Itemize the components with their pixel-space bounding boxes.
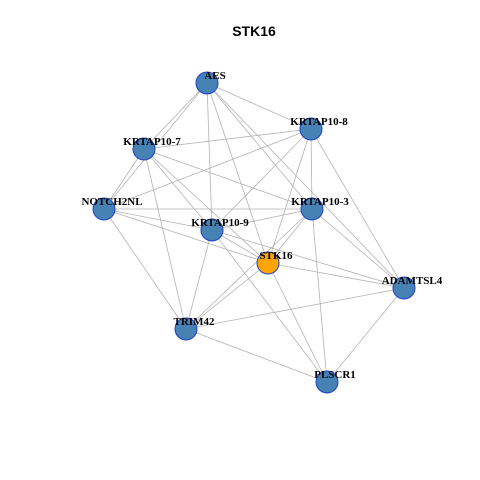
edge-layer — [103, 82, 405, 383]
node-notch2nl[interactable]: NOTCH2NL — [81, 196, 143, 221]
node-krtap10-8[interactable]: KRTAP10-8 — [290, 116, 348, 141]
edge-trim42-plscr1 — [185, 328, 328, 383]
edge-stk16-plscr1 — [267, 262, 328, 383]
node-label-aes: AES — [204, 70, 225, 82]
node-circle-adamtsl4[interactable] — [392, 276, 416, 300]
edge-stk16-adamtsl4 — [267, 262, 405, 289]
edge-aes-krtap10-3 — [206, 82, 313, 210]
node-circle-krtap10-9[interactable] — [200, 218, 224, 242]
node-adamtsl4[interactable]: ADAMTSL4 — [382, 275, 443, 300]
edge-krtap10-9-trim42 — [185, 229, 213, 330]
edge-krtap10-3-plscr1 — [311, 208, 328, 383]
node-circle-aes[interactable] — [195, 71, 219, 95]
edge-krtap10-8-stk16 — [267, 128, 312, 264]
node-label-trim42: TRIM42 — [174, 316, 215, 328]
graph-title: STK16 — [232, 23, 276, 39]
node-circle-stk16[interactable] — [256, 251, 280, 275]
edge-aes-adamtsl4 — [206, 82, 405, 289]
edge-krtap10-8-notch2nl — [103, 128, 312, 210]
edge-krtap10-7-krtap10-3 — [143, 148, 313, 210]
edge-notch2nl-krtap10-9 — [103, 208, 213, 231]
node-stk16[interactable]: STK16 — [256, 250, 293, 275]
edge-aes-krtap10-9 — [206, 82, 213, 231]
node-circle-trim42[interactable] — [174, 317, 198, 341]
edge-krtap10-8-krtap10-3 — [310, 128, 313, 210]
node-trim42[interactable]: TRIM42 — [174, 316, 215, 341]
node-circle-krtap10-3[interactable] — [300, 197, 324, 221]
node-circle-notch2nl[interactable] — [92, 197, 116, 221]
node-label-krtap10-7: KRTAP10-7 — [123, 136, 181, 148]
edge-krtap10-7-notch2nl — [103, 148, 145, 210]
edge-notch2nl-trim42 — [103, 208, 187, 330]
edge-krtap10-3-stk16 — [267, 208, 313, 264]
edge-adamtsl4-plscr1 — [326, 287, 405, 383]
edge-aes-krtap10-7 — [143, 82, 208, 150]
node-krtap10-9[interactable]: KRTAP10-9 — [191, 217, 249, 242]
edge-krtap10-3-krtap10-9 — [211, 208, 313, 231]
edge-aes-notch2nl — [103, 82, 208, 210]
edge-aes-stk16 — [206, 82, 269, 264]
edge-krtap10-3-trim42 — [185, 208, 313, 330]
node-circle-plscr1[interactable] — [315, 370, 339, 394]
edge-krtap10-7-trim42 — [143, 148, 187, 330]
node-label-krtap10-3: KRTAP10-3 — [291, 196, 349, 208]
edge-krtap10-7-krtap10-9 — [143, 148, 213, 231]
node-label-adamtsl4: ADAMTSL4 — [382, 275, 443, 287]
edge-aes-krtap10-8 — [206, 82, 312, 130]
node-circle-krtap10-8[interactable] — [299, 117, 323, 141]
edge-krtap10-9-plscr1 — [211, 229, 328, 383]
node-circle-krtap10-7[interactable] — [132, 137, 156, 161]
node-label-notch2nl: NOTCH2NL — [81, 196, 142, 208]
node-plscr1[interactable]: PLSCR1 — [314, 369, 356, 394]
edge-krtap10-7-krtap10-8 — [143, 128, 312, 150]
node-krtap10-3[interactable]: KRTAP10-3 — [291, 196, 349, 221]
node-label-plscr1: PLSCR1 — [314, 369, 356, 381]
edge-krtap10-9-adamtsl4 — [211, 229, 405, 289]
edge-krtap10-8-krtap10-9 — [211, 128, 312, 231]
edge-stk16-trim42 — [185, 262, 269, 330]
node-label-krtap10-9: KRTAP10-9 — [191, 217, 249, 229]
node-label-krtap10-8: KRTAP10-8 — [290, 116, 348, 128]
node-aes[interactable]: AES — [195, 70, 226, 95]
node-krtap10-7[interactable]: KRTAP10-7 — [123, 136, 181, 161]
edge-krtap10-8-adamtsl4 — [310, 128, 405, 289]
edge-krtap10-3-adamtsl4 — [311, 208, 405, 289]
edge-adamtsl4-trim42 — [185, 287, 405, 330]
edge-notch2nl-stk16 — [103, 208, 269, 264]
node-label-stk16: STK16 — [259, 250, 293, 262]
edge-krtap10-7-stk16 — [143, 148, 269, 264]
